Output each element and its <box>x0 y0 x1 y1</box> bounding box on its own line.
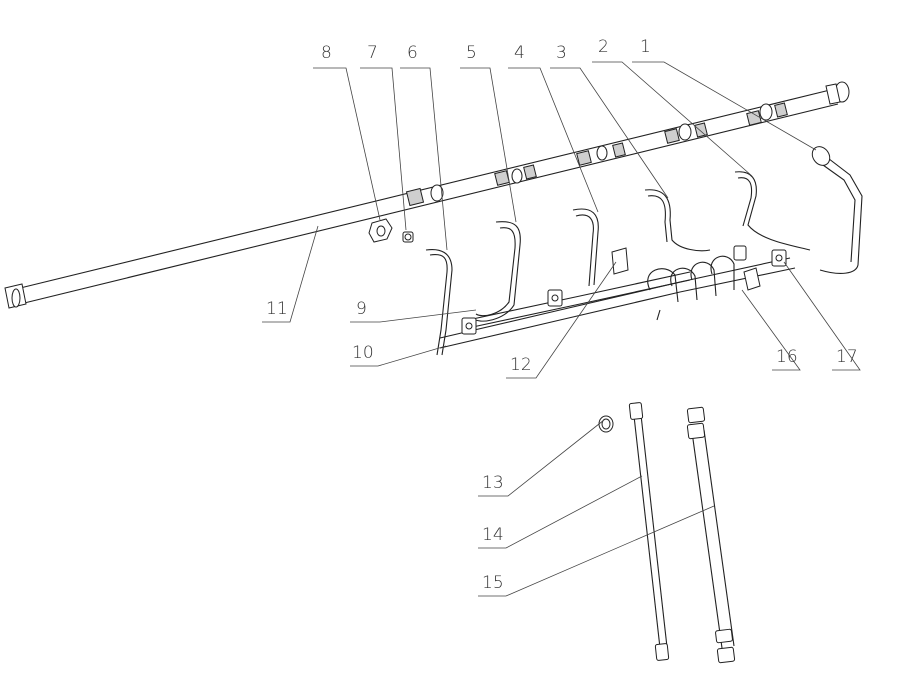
callout-15: 15 <box>482 573 504 593</box>
main-rail <box>4 81 850 309</box>
pipe-part-14 <box>628 402 670 661</box>
callout-labels: 8 7 6 5 4 3 2 1 11 9 10 12 16 17 13 14 1… <box>266 37 858 593</box>
pipe-part-15 <box>686 406 736 664</box>
callout-10: 10 <box>352 343 374 363</box>
callout-3: 3 <box>556 43 567 63</box>
callout-5: 5 <box>466 43 477 63</box>
callout-17: 17 <box>836 347 858 367</box>
callout-12: 12 <box>510 355 532 375</box>
injection-pipes <box>425 146 863 356</box>
leader-lines <box>262 61 861 597</box>
callout-14: 14 <box>482 525 504 545</box>
callout-13: 13 <box>482 473 504 493</box>
callout-11: 11 <box>266 299 288 319</box>
return-pipe-assembly <box>439 245 796 349</box>
ferrule-part-7 <box>402 231 414 243</box>
callout-9: 9 <box>356 299 367 319</box>
callout-2: 2 <box>598 37 609 57</box>
callout-7: 7 <box>367 43 378 63</box>
callout-16: 16 <box>776 347 798 367</box>
nut-part-8 <box>368 218 393 243</box>
washer-part-13 <box>598 415 614 433</box>
callout-4: 4 <box>514 43 525 63</box>
callout-8: 8 <box>321 43 332 63</box>
callout-6: 6 <box>407 43 418 63</box>
callout-1: 1 <box>640 37 651 57</box>
